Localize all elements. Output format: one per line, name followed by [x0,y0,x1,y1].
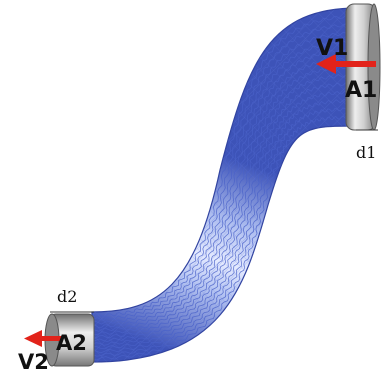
hose-wire-lines [92,14,358,361]
hose-wire-line [92,115,358,361]
outlet-flow-arrow [24,330,62,347]
hose-wire-line [92,73,358,343]
d2-label: d2 [57,287,77,306]
hose-wire-line [92,82,358,346]
hose-wire-line [92,90,358,350]
hose-wire-line [92,56,358,336]
hose-wire-line [92,48,358,332]
hose-wire-line [92,65,358,339]
inlet-flow-arrow [316,54,376,74]
hose-wire-line [92,98,358,354]
a2-label: A2 [56,331,87,355]
hose-wire-line [92,22,358,321]
hose-wire-line [92,107,358,357]
hose-wire-line [92,40,358,328]
hose-wire-line [92,14,358,318]
v1-label: V1 [316,36,348,61]
hose-wire-line [92,31,358,325]
v2-label: V2 [18,350,49,374]
a1-label: A1 [345,78,377,103]
d1-label: d1 [356,143,376,162]
